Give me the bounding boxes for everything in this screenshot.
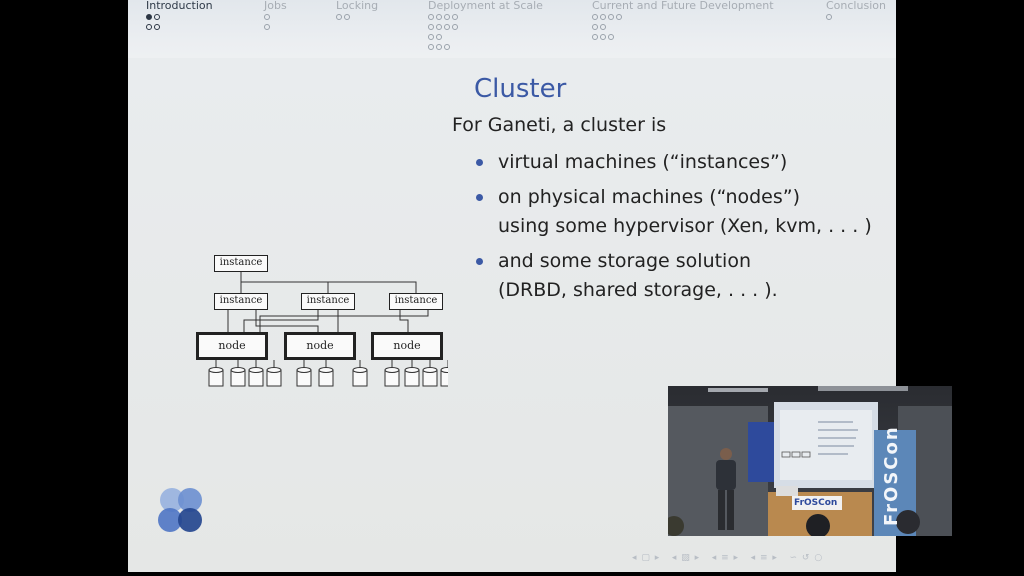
nav-section-dots (428, 14, 543, 54)
nav-section-locking[interactable]: Locking (336, 0, 378, 24)
nav-dot[interactable] (600, 14, 606, 20)
nav-section-title: Jobs (264, 0, 287, 12)
nav-dot[interactable] (436, 14, 442, 20)
speaker-video-inset: FrOSCon FrOSCon (668, 386, 952, 536)
disk-icon (266, 367, 282, 387)
bullet-list: virtual machines (“instances”) on physic… (476, 148, 872, 311)
nav-section-deployment[interactable]: Deployment at Scale (428, 0, 543, 54)
nav-section-title: Introduction (146, 0, 213, 12)
diagram-instance-box: instance (389, 293, 443, 310)
nav-dot[interactable] (608, 14, 614, 20)
nav-section-title: Conclusion (826, 0, 886, 12)
nav-subsection-icon[interactable]: ◂ ▨ ▸ (671, 553, 701, 563)
nav-section-current-future[interactable]: Current and Future Development (592, 0, 774, 44)
nav-dot[interactable] (154, 14, 160, 20)
bullet-text: on physical machines (“nodes”) (498, 186, 801, 208)
section-navigation-bar: Introduction Jobs Locking Deployment at … (128, 0, 896, 58)
nav-dot[interactable] (436, 24, 442, 30)
bullet-item: and some storage solution (DRBD, shared … (476, 247, 872, 305)
nav-dot[interactable] (452, 14, 458, 20)
nav-dot[interactable] (436, 44, 442, 50)
nav-dot[interactable] (444, 14, 450, 20)
nav-section-dots (146, 14, 213, 34)
disk-icon (208, 367, 224, 387)
diagram-node-box: node (284, 332, 356, 360)
disk-icon (296, 367, 312, 387)
bullet-text-continued: (DRBD, shared storage, . . . ). (498, 279, 778, 301)
disk-icon (440, 367, 448, 387)
ganeti-logo (156, 486, 208, 542)
nav-dot[interactable] (428, 14, 434, 20)
nav-dot[interactable] (444, 44, 450, 50)
nav-dot[interactable] (428, 24, 434, 30)
nav-dot[interactable] (428, 44, 434, 50)
bullet-item: virtual machines (“instances”) (476, 148, 872, 177)
nav-dot[interactable] (264, 24, 270, 30)
nav-section-conclusion[interactable]: Conclusion (826, 0, 886, 24)
nav-section-introduction[interactable]: Introduction (146, 0, 213, 34)
diagram-instance-box: instance (214, 293, 268, 310)
diagram-node-box: node (196, 332, 268, 360)
speaker-video-frame (668, 386, 952, 536)
nav-dot[interactable] (154, 24, 160, 30)
nav-section-jobs[interactable]: Jobs (264, 0, 287, 34)
nav-dot[interactable] (146, 14, 152, 20)
nav-dot[interactable] (826, 14, 832, 20)
nav-dot[interactable] (600, 24, 606, 30)
nav-dot[interactable] (436, 34, 442, 40)
nav-dot[interactable] (452, 24, 458, 30)
nav-dot[interactable] (592, 24, 598, 30)
nav-dot[interactable] (336, 14, 342, 20)
bullet-item: on physical machines (“nodes”) using som… (476, 183, 872, 241)
disk-icon (422, 367, 438, 387)
nav-dot[interactable] (608, 34, 614, 40)
disk-icon (230, 367, 246, 387)
nav-document-icon[interactable]: ◂ ≡ ▸ (750, 553, 778, 563)
bullet-text: and some storage solution (498, 250, 752, 272)
bullet-text: virtual machines (“instances”) (498, 151, 788, 173)
nav-dot[interactable] (344, 14, 350, 20)
beamer-navigation-symbols: ◂ ▢ ▸ ◂ ▨ ▸ ◂ ≡ ▸ ◂ ≡ ▸ ∽ ↺ ○ (632, 553, 823, 563)
disk-icon (352, 367, 368, 387)
diagram-connectors (208, 272, 448, 387)
nav-section-icon[interactable]: ◂ ≡ ▸ (711, 553, 740, 563)
nav-dot[interactable] (428, 34, 434, 40)
froscon-banner-text: FrOSCon (881, 425, 902, 526)
nav-dot[interactable] (592, 34, 598, 40)
nav-section-dots (264, 14, 287, 34)
disk-icon (318, 367, 334, 387)
diagram-instance-box: instance (301, 293, 355, 310)
nav-section-dots (336, 14, 378, 24)
nav-dot[interactable] (146, 24, 152, 30)
nav-section-dots (826, 14, 886, 24)
presentation-slide: Introduction Jobs Locking Deployment at … (128, 0, 896, 572)
nav-dot[interactable] (592, 14, 598, 20)
nav-section-title: Current and Future Development (592, 0, 774, 12)
nav-search-icon[interactable]: ∽ ↺ ○ (789, 553, 824, 563)
diagram-node-box: node (371, 332, 443, 360)
nav-section-dots (592, 14, 774, 44)
diagram-instance-box: instance (214, 255, 268, 272)
nav-dot[interactable] (616, 14, 622, 20)
nav-dot[interactable] (444, 24, 450, 30)
nav-dot[interactable] (264, 14, 270, 20)
bullet-text-continued: using some hypervisor (Xen, kvm, . . . ) (498, 215, 872, 237)
cluster-diagram: instance instance instance instance node… (188, 250, 448, 390)
podium-sign-text: FrOSCon (794, 498, 838, 508)
slide-title: Cluster (474, 74, 567, 104)
nav-section-title: Locking (336, 0, 379, 12)
disk-icon (404, 367, 420, 387)
nav-dot[interactable] (600, 34, 606, 40)
nav-section-title: Deployment at Scale (428, 0, 543, 12)
nav-frame-prev-icon[interactable]: ◂ ▢ ▸ (632, 553, 661, 563)
slide-intro-text: For Ganeti, a cluster is (452, 114, 667, 136)
disk-icon (384, 367, 400, 387)
disk-icon (248, 367, 264, 387)
